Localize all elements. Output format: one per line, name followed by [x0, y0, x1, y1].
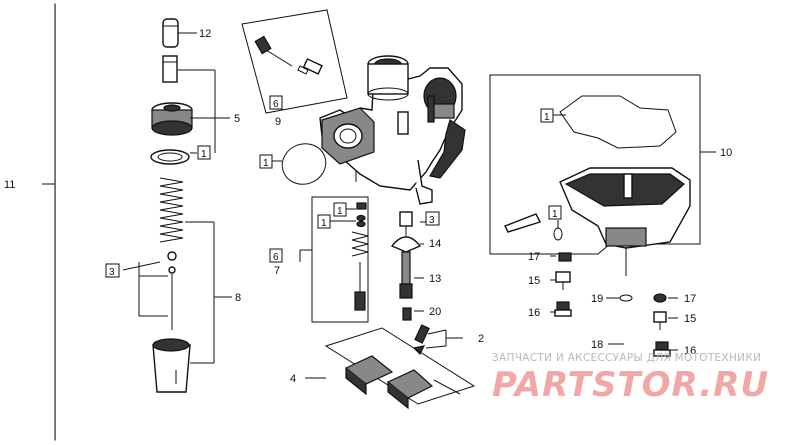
float-bowl-group: [489, 74, 716, 276]
boxed-6-screw: 6: [273, 99, 279, 110]
label-18: 18: [591, 339, 603, 351]
cable-adjuster-part: [162, 18, 179, 48]
label-12: 12: [199, 28, 211, 40]
label-8: 8: [235, 292, 241, 304]
drain-parts: [550, 252, 678, 431]
part-number-labels: 12 5 8 11 9 7 14 13 20 2 4 10 17 15 16 1…: [4, 28, 732, 385]
label-15a: 15: [528, 275, 540, 287]
boxed-labels: 1 6 1 1 1 6 3 3 1 1: [105, 95, 566, 278]
carburetor-body: [241, 9, 466, 205]
label-9: 9: [275, 116, 281, 128]
label-7: 7: [274, 265, 280, 277]
boxed-6-group: 6: [273, 252, 279, 263]
label-20: 20: [429, 306, 441, 318]
boxed-3-left: 3: [109, 267, 115, 278]
label-4: 4: [290, 373, 296, 385]
throttle-assembly: [42, 3, 232, 441]
label-15b: 15: [684, 313, 696, 325]
label-16a: 16: [528, 307, 540, 319]
label-13: 13: [429, 273, 441, 285]
throttle-valve-part: [152, 344, 191, 393]
label-10: 10: [720, 147, 732, 159]
watermark: ЗАПЧАСТИ И АКСЕССУАРЫ ДЛЯ МОТОТЕХНИКИ PA…: [492, 352, 769, 405]
o-ring-part: [281, 143, 327, 185]
boxed-1-top: 1: [337, 206, 343, 217]
label-19: 19: [591, 293, 603, 305]
label-17a: 17: [528, 251, 540, 263]
float-left-part: [344, 355, 394, 385]
label-14: 14: [429, 238, 441, 250]
watermark-tagline: ЗАПЧАСТИ И АКСЕССУАРЫ ДЛЯ МОТОТЕХНИКИ: [492, 352, 761, 364]
nut-part: [162, 55, 178, 83]
boxed-1-mid: 1: [321, 218, 327, 229]
label-5: 5: [234, 113, 240, 125]
float-group: [305, 327, 476, 410]
label-11: 11: [4, 179, 15, 191]
boxed-1-gasket: 1: [544, 112, 550, 123]
boxed-1-bowl: 1: [552, 209, 558, 220]
label-16b: 16: [684, 345, 696, 357]
label-17b: 17: [684, 293, 696, 305]
bowl-gasket-part: [559, 95, 677, 149]
washer-part: [150, 149, 190, 165]
boxed-3-right: 3: [429, 215, 435, 226]
needle-jet-part: [399, 211, 413, 227]
jets-group: [299, 196, 463, 356]
boxed-1-washer: 1: [201, 149, 207, 160]
spring-part: [159, 177, 184, 243]
boxed-1-oring: 1: [263, 158, 269, 169]
watermark-logo: PARTSTOR.RU: [492, 365, 769, 405]
label-2: 2: [478, 333, 484, 345]
air-screw-part: [254, 35, 323, 75]
float-right-part: [386, 369, 434, 399]
